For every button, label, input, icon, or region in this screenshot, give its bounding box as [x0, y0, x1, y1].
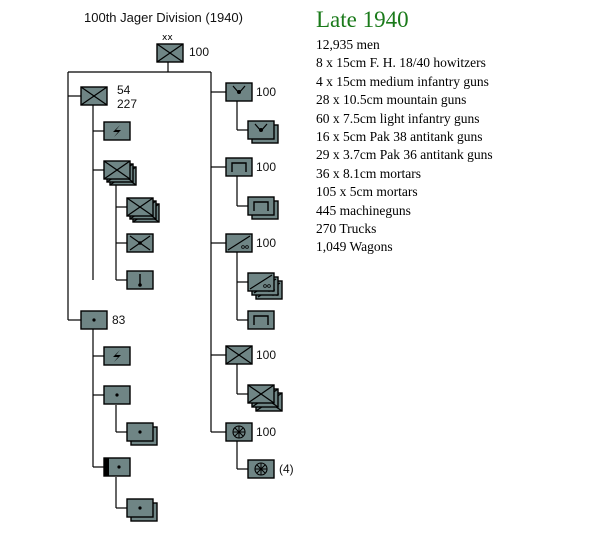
- antitank-battalion-symbol: [225, 233, 253, 253]
- artillery-strength: 100: [256, 85, 276, 99]
- heavy-weapons-company-symbol: [126, 270, 154, 290]
- equipment-line: 36 x 8.1cm mortars: [316, 165, 421, 181]
- regiment-2-signals-symbol: [103, 346, 131, 366]
- regiment-2-strength: 83: [112, 313, 126, 327]
- regiment-2-company-a-stack: [126, 422, 158, 446]
- connector-lines: [67, 62, 248, 509]
- supply-troops-symbol: [225, 422, 253, 442]
- recon-strength: 100: [256, 348, 276, 362]
- regiment-1-strength-2: 227: [117, 97, 137, 111]
- supply-columns-count: (4): [279, 462, 294, 476]
- antitank-company-stack: [247, 272, 283, 300]
- regiment-2-company-b: [103, 457, 131, 477]
- division-strength: 100: [189, 45, 209, 59]
- equipment-list: 12,935 men 8 x 15cm F. H. 18/40 howitzer…: [316, 36, 493, 257]
- diagram-title: 100th Jager Division (1940): [84, 10, 243, 25]
- division-hq-symbol: xx: [156, 33, 184, 63]
- equipment-line: 8 x 15cm F. H. 18/40 howitzers: [316, 55, 486, 71]
- supply-column-symbol: [247, 459, 275, 479]
- regiment-2-company-a: [103, 385, 131, 405]
- equipment-line: 28 x 10.5cm mountain guns: [316, 92, 467, 108]
- mg-company-symbol: [126, 233, 154, 253]
- equipment-line: 12,935 men: [316, 37, 380, 52]
- equipment-line: 60 x 7.5cm light infantry guns: [316, 110, 480, 126]
- recon-battalion-symbol: [225, 345, 253, 365]
- pioneer-company-stack: [247, 196, 279, 220]
- period-heading: Late 1940: [316, 7, 409, 32]
- equipment-line: 16 x 5cm Pak 38 antitank guns: [316, 129, 483, 145]
- equipment-summary: Late 1940 12,935 men 8 x 15cm F. H. 18/4…: [316, 6, 493, 257]
- regiment-2-company-b-stack: [126, 498, 158, 522]
- equipment-line: 445 machineguns: [316, 202, 411, 218]
- equipment-line: 105 x 5cm mortars: [316, 184, 418, 200]
- pioneer-battalion-symbol: [225, 157, 253, 177]
- antitank-pioneer-platoon-symbol: [247, 310, 275, 330]
- equipment-line: 29 x 3.7cm Pak 36 antitank guns: [316, 147, 493, 163]
- regiment-1-strength: 54: [117, 83, 131, 97]
- jager-company-stack: [126, 197, 160, 223]
- signals-platoon-symbol: [103, 121, 131, 141]
- artillery-battalion-stack: [247, 120, 279, 144]
- jager-regiment-2-symbol: [80, 310, 108, 330]
- artillery-regiment-symbol: [225, 82, 253, 102]
- svg-text:xx: xx: [162, 33, 173, 43]
- pioneer-strength: 100: [256, 160, 276, 174]
- antitank-strength: 100: [256, 236, 276, 250]
- equipment-line: 1,049 Wagons: [316, 239, 393, 255]
- equipment-line: 270 Trucks: [316, 221, 377, 237]
- org-chart: 100th Jager Division (1940): [67, 10, 294, 522]
- equipment-line: 4 x 15cm medium infantry guns: [316, 73, 489, 89]
- recon-company-stack: [247, 384, 283, 412]
- jager-battalion-stack: [103, 160, 137, 186]
- supply-strength: 100: [256, 425, 276, 439]
- jager-regiment-1-symbol: [80, 86, 108, 106]
